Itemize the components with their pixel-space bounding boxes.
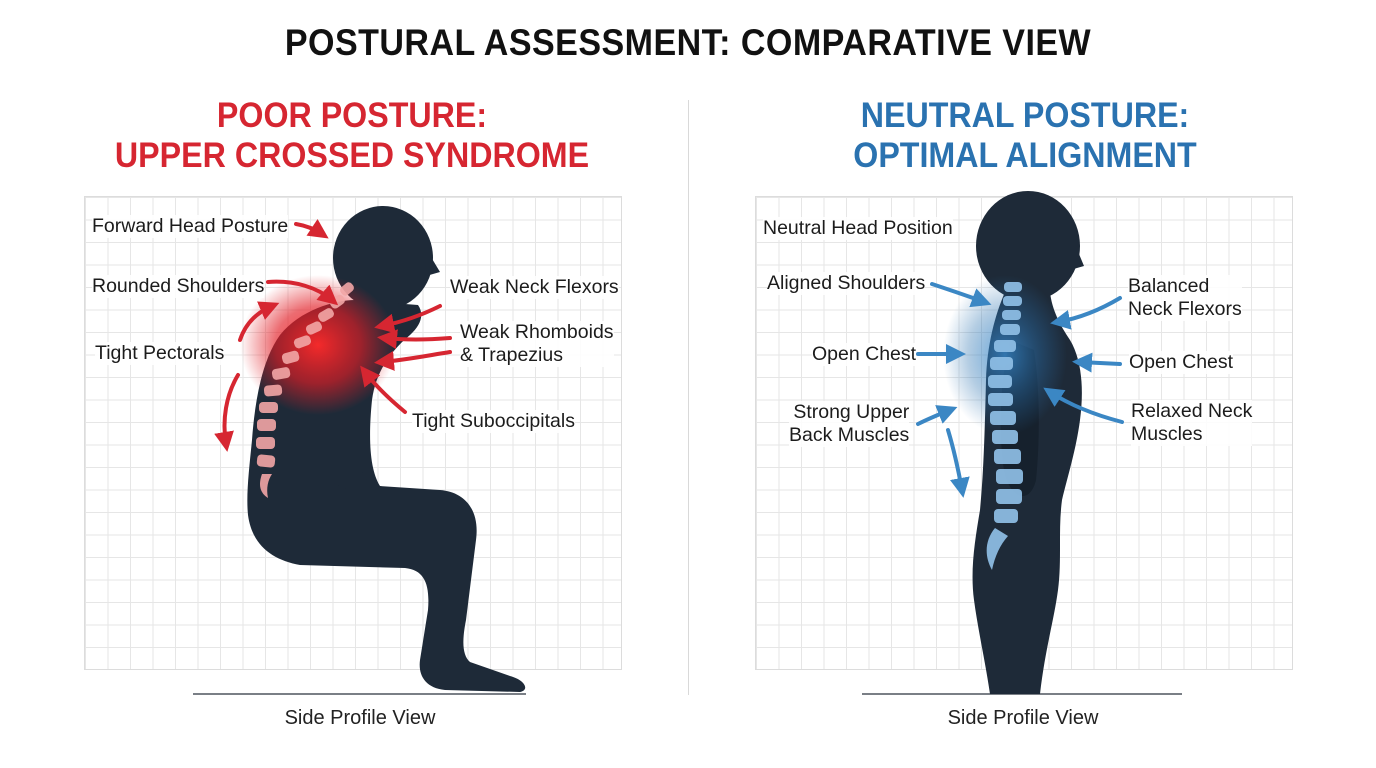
- label-weak-rhomboids-line2: & Trapezius: [460, 344, 563, 366]
- label-rounded-shoulders: Rounded Shoulders: [92, 275, 265, 298]
- forward-head-arrow: [294, 219, 329, 239]
- open-chest-right-arrow: [1072, 352, 1122, 373]
- strong-upper-back-arrow-2: [946, 428, 970, 498]
- balanced-neck-arrow: [1050, 296, 1122, 330]
- tight-pectorals-arrow-up: [238, 301, 280, 342]
- label-weak-rhomboids-line1: Weak Rhomboids: [460, 321, 614, 343]
- weak-rhomboids-arrow-1: [377, 329, 452, 350]
- poor-posture-title-line1: POOR POSTURE:: [216, 96, 488, 135]
- right-caption: Side Profile View: [947, 707, 1099, 729]
- label-balanced-neck-line2: Neck Flexors: [1128, 298, 1242, 320]
- label-tight-pectorals: Tight Pectorals: [95, 342, 225, 365]
- right-blue-glow: [943, 275, 1067, 435]
- strong-upper-back-arrow-1: [916, 405, 958, 426]
- label-aligned-shoulders: Aligned Shoulders: [767, 272, 926, 295]
- label-open-chest-left: Open Chest: [812, 343, 917, 366]
- neutral-posture-arrows: [916, 282, 1124, 498]
- left-caption: Side Profile View: [284, 707, 436, 729]
- label-strong-upper-line2: Back Muscles: [789, 424, 910, 446]
- poor-posture-arrows: [214, 219, 452, 452]
- neutral-posture-title-line2: OPTIMAL ALIGNMENT: [853, 136, 1197, 175]
- standing-figure: [943, 191, 1084, 694]
- label-strong-upper-back-muscles: Strong Upper Back Muscles: [789, 401, 910, 447]
- poor-posture-title: POOR POSTURE: UPPER CROSSED SYNDROME: [94, 96, 609, 176]
- label-forward-head-posture: Forward Head Posture: [92, 215, 289, 238]
- label-strong-upper-line1: Strong Upper: [793, 401, 910, 423]
- page-title: POSTURAL ASSESSMENT: COMPARATIVE VIEW: [284, 22, 1092, 63]
- right-spine: [986, 282, 1023, 570]
- poor-posture-title-line2: UPPER CROSSED SYNDROME: [114, 136, 590, 175]
- relaxed-neck-arrow: [1043, 387, 1124, 424]
- panel-divider: [688, 100, 689, 695]
- label-relaxed-neck-line2: Muscles: [1131, 423, 1203, 445]
- right-nose: [1070, 242, 1084, 270]
- label-relaxed-neck-muscles: Relaxed Neck Muscles: [1131, 400, 1253, 446]
- label-balanced-neck-line1: Balanced: [1128, 275, 1210, 297]
- label-weak-neck-flexors: Weak Neck Flexors: [450, 276, 619, 299]
- label-tight-suboccipitals: Tight Suboccipitals: [412, 410, 575, 433]
- label-neutral-head-position: Neutral Head Position: [763, 217, 953, 240]
- left-spine: [256, 282, 354, 498]
- weak-neck-flexors-arrow: [374, 304, 442, 334]
- right-head: [976, 191, 1080, 301]
- label-balanced-neck-flexors: Balanced Neck Flexors: [1128, 275, 1242, 321]
- weak-rhomboids-arrow-2: [374, 350, 452, 371]
- label-open-chest-right: Open Chest: [1129, 351, 1234, 374]
- neutral-posture-title: NEUTRAL POSTURE: OPTIMAL ALIGNMENT: [767, 96, 1282, 176]
- label-relaxed-neck-line1: Relaxed Neck: [1131, 400, 1253, 422]
- left-head: [333, 206, 433, 310]
- aligned-shoulders-arrow: [930, 282, 992, 308]
- left-nose: [426, 252, 440, 276]
- tight-pectorals-arrow-down: [214, 373, 240, 452]
- left-floor-line: [193, 693, 526, 695]
- neutral-posture-title-line1: NEUTRAL POSTURE:: [860, 96, 1190, 135]
- rounded-shoulders-arrow: [266, 279, 339, 306]
- tight-suboccipitals-arrow: [360, 365, 407, 414]
- label-weak-rhomboids-trapezius: Weak Rhomboids & Trapezius: [460, 321, 614, 367]
